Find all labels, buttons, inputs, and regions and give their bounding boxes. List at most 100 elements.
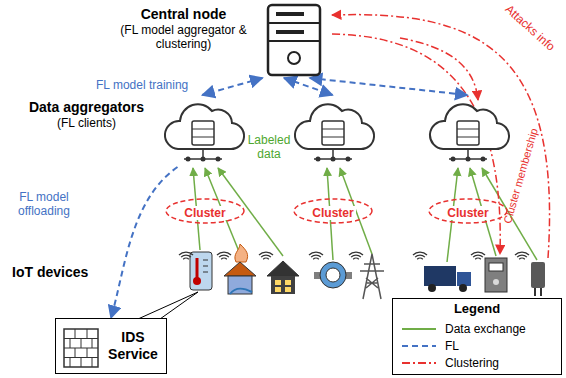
graphic-path bbox=[309, 252, 323, 255]
thermometer-device bbox=[190, 252, 212, 290]
cluster-label: Cluster bbox=[310, 206, 355, 220]
legend-row: Clustering bbox=[401, 355, 499, 371]
legend-line-sample bbox=[401, 358, 437, 368]
graphic-line bbox=[322, 129, 344, 130]
graphic-path bbox=[353, 258, 359, 259]
flow-label: FL model training bbox=[96, 78, 188, 92]
wifi-symbols bbox=[179, 252, 529, 259]
graphic-path bbox=[179, 252, 193, 255]
graphic-rect bbox=[485, 258, 507, 292]
graphic-line bbox=[203, 266, 208, 267]
text-block: Central node(FL model aggregator & clust… bbox=[112, 6, 255, 52]
text-block: IDS Service bbox=[104, 319, 162, 373]
ids-service-box: IDS Service bbox=[55, 318, 167, 374]
cloud-server-icon bbox=[425, 97, 510, 167]
cluster-ellipse: Cluster bbox=[293, 198, 373, 228]
legend-text: Clustering bbox=[445, 356, 499, 370]
house-device bbox=[267, 261, 299, 294]
graphic-path bbox=[183, 258, 189, 259]
graphic-path bbox=[473, 255, 483, 257]
node-subtitle: (FL clients) bbox=[20, 116, 153, 130]
graphic-path bbox=[349, 252, 363, 255]
legend-line-sample bbox=[401, 324, 437, 334]
graphic-path bbox=[519, 258, 525, 259]
aggregator-node bbox=[290, 95, 375, 167]
graphic-line bbox=[402, 328, 436, 330]
graphic-circle bbox=[320, 262, 346, 288]
smart-meter-device bbox=[485, 258, 507, 292]
data-exchange-arrows bbox=[193, 168, 537, 262]
graphic-line bbox=[322, 137, 344, 138]
graphic-circle bbox=[451, 157, 456, 162]
graphic-path bbox=[64, 329, 98, 367]
graphic-path bbox=[311, 255, 321, 257]
graphic-line bbox=[402, 362, 436, 364]
graphic-rect bbox=[531, 262, 545, 288]
graphic-ellipse bbox=[294, 199, 372, 223]
legend-title: Legend bbox=[393, 301, 561, 317]
graphic-path bbox=[219, 255, 229, 257]
graphic-line bbox=[268, 40, 320, 42]
graphic-rect bbox=[424, 266, 456, 286]
graphic-ellipse bbox=[166, 199, 244, 223]
graphic-line bbox=[457, 129, 479, 130]
graphic-path bbox=[417, 258, 423, 259]
cluster-ellipse: Cluster bbox=[165, 198, 245, 228]
graphic-rect bbox=[271, 276, 295, 294]
aggregator-node: Data aggregators(FL clients) bbox=[20, 95, 245, 167]
graphic-path bbox=[475, 258, 481, 259]
graphic-rect bbox=[489, 263, 503, 271]
node-title: Central node bbox=[112, 6, 255, 23]
graphic-rect bbox=[228, 276, 252, 294]
flow-label: FL model offloading bbox=[4, 190, 84, 219]
graphic-path bbox=[515, 252, 529, 255]
graphic-polygon bbox=[267, 261, 299, 276]
graphic-path bbox=[313, 258, 319, 259]
graphic-rect bbox=[276, 30, 304, 34]
graphic-line bbox=[192, 137, 214, 138]
graphic-rect bbox=[268, 5, 320, 75]
graphic-path bbox=[517, 255, 527, 257]
graphic-circle bbox=[201, 157, 206, 162]
graphic-rect bbox=[64, 329, 98, 367]
aggregator-node bbox=[425, 95, 510, 167]
graphic-rect bbox=[190, 252, 212, 290]
graphic-rect bbox=[276, 12, 304, 16]
graphic-circle bbox=[193, 277, 201, 285]
graphic-path bbox=[471, 252, 485, 255]
callout-tail bbox=[138, 292, 198, 319]
graphic-path bbox=[181, 255, 191, 257]
tier-label: IoT devices bbox=[12, 264, 88, 281]
graphic-circle bbox=[466, 157, 471, 162]
graphic-line bbox=[540, 288, 542, 296]
graphic-path bbox=[295, 104, 374, 149]
data-label: Labeled data bbox=[246, 133, 292, 162]
graphic-line bbox=[457, 137, 479, 138]
graphic-line bbox=[192, 129, 214, 130]
legend-row: Data exchange bbox=[401, 321, 526, 337]
legend-line-sample bbox=[401, 341, 437, 351]
graphic-ellipse bbox=[429, 199, 507, 223]
graphic-line bbox=[196, 258, 199, 278]
graphic-path bbox=[261, 255, 271, 257]
graphic-line bbox=[203, 272, 208, 273]
service-name: IDS Service bbox=[104, 329, 162, 363]
fl-connector bbox=[310, 78, 468, 95]
graphic-path bbox=[221, 258, 227, 259]
graphic-circle bbox=[186, 157, 191, 162]
graphic-line bbox=[203, 260, 208, 261]
text-block: Cluster bbox=[428, 198, 508, 228]
graphic-path bbox=[413, 252, 427, 255]
legend-text: FL bbox=[445, 339, 459, 353]
graphic-circle bbox=[346, 157, 351, 162]
graphic-path bbox=[400, 38, 478, 100]
graphic-path bbox=[230, 289, 252, 295]
smart-plug-device bbox=[531, 262, 545, 296]
graphic-path bbox=[165, 104, 244, 149]
graphic-path bbox=[415, 255, 425, 257]
cloud-server-icon bbox=[160, 97, 245, 167]
clustering-label: Attacks info bbox=[502, 2, 558, 54]
graphic-circle bbox=[288, 52, 300, 64]
graphic-rect bbox=[285, 280, 291, 285]
graphic-line bbox=[268, 22, 320, 24]
